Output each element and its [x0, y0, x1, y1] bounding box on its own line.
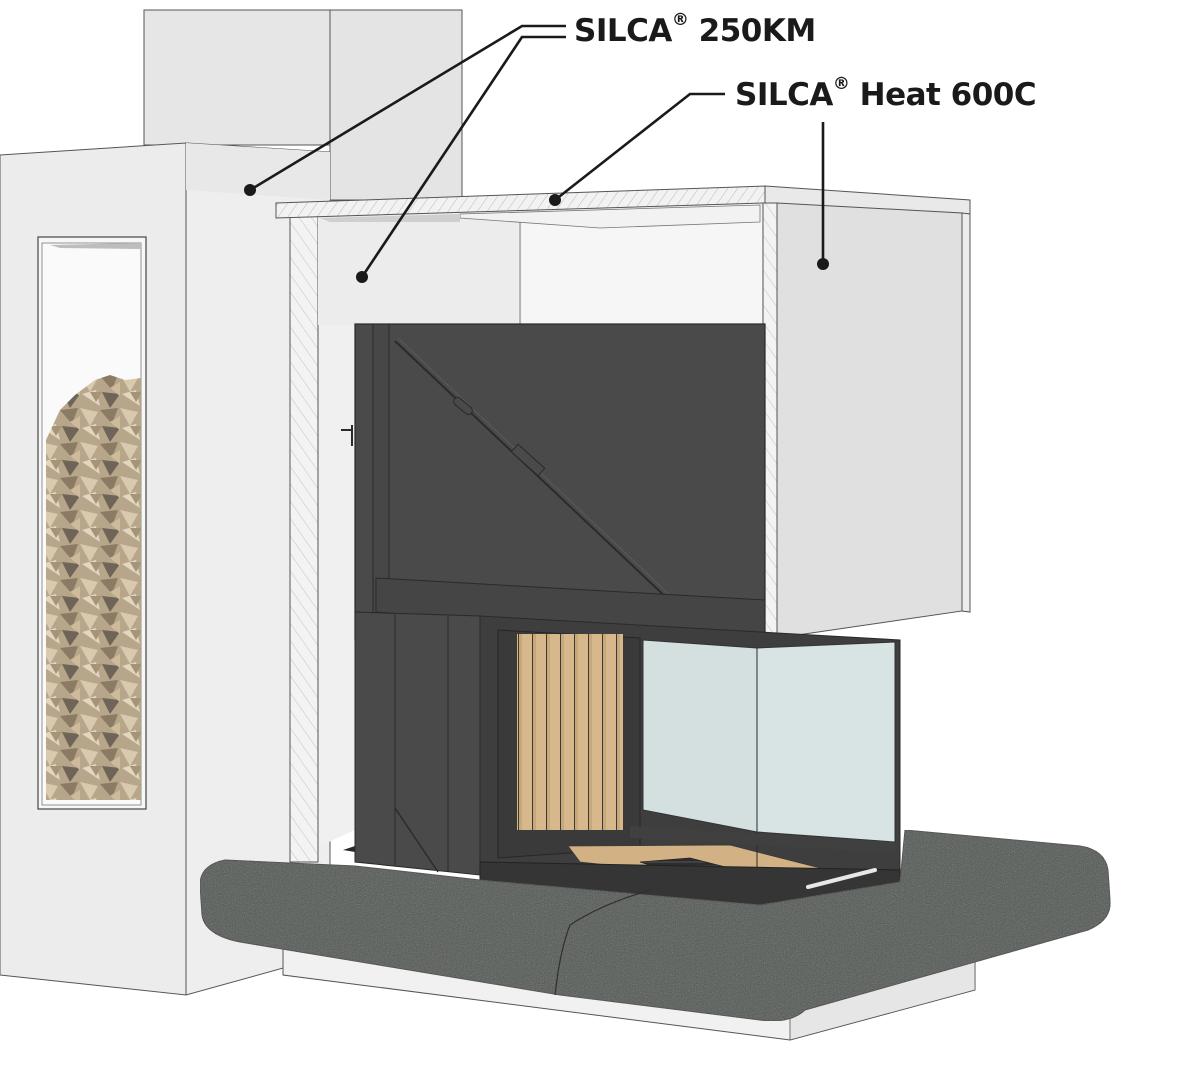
- callout-dots: [244, 184, 829, 283]
- callout-line-250km-b: [360, 35, 566, 278]
- top-cover-slab: [275, 185, 971, 229]
- callout-dot-icon: [244, 184, 256, 196]
- door-handle: [806, 868, 877, 889]
- right-cladding-panel: [762, 202, 971, 640]
- callout-dot-icon: [549, 194, 561, 206]
- callout-dot-icon: [817, 258, 829, 270]
- firebrick-slats: [517, 634, 623, 830]
- callout-line-250km-a: [249, 24, 566, 192]
- chimney: [143, 9, 463, 201]
- label-product: 250KM: [698, 13, 817, 49]
- firewood-logs: [46, 375, 141, 800]
- callout-dot-icon: [356, 271, 368, 283]
- fireplace-insert-hood: [341, 323, 766, 641]
- label-product: Heat 600C: [859, 77, 1037, 113]
- firewood-niche: [37, 236, 147, 810]
- registered-mark: ®: [832, 74, 850, 94]
- glass-panels: [479, 639, 901, 906]
- label-brand: SILCA: [574, 13, 672, 49]
- callout-lines: [249, 24, 825, 278]
- registered-mark: ®: [671, 10, 689, 30]
- hearth-stone: [199, 829, 1111, 1022]
- label-silca-250km: SILCA® 250KM: [574, 12, 817, 49]
- callout-line-heat-a: [554, 92, 725, 202]
- label-silca-heat-600c: SILCA® Heat 600C: [735, 76, 1037, 113]
- label-brand: SILCA: [735, 77, 833, 113]
